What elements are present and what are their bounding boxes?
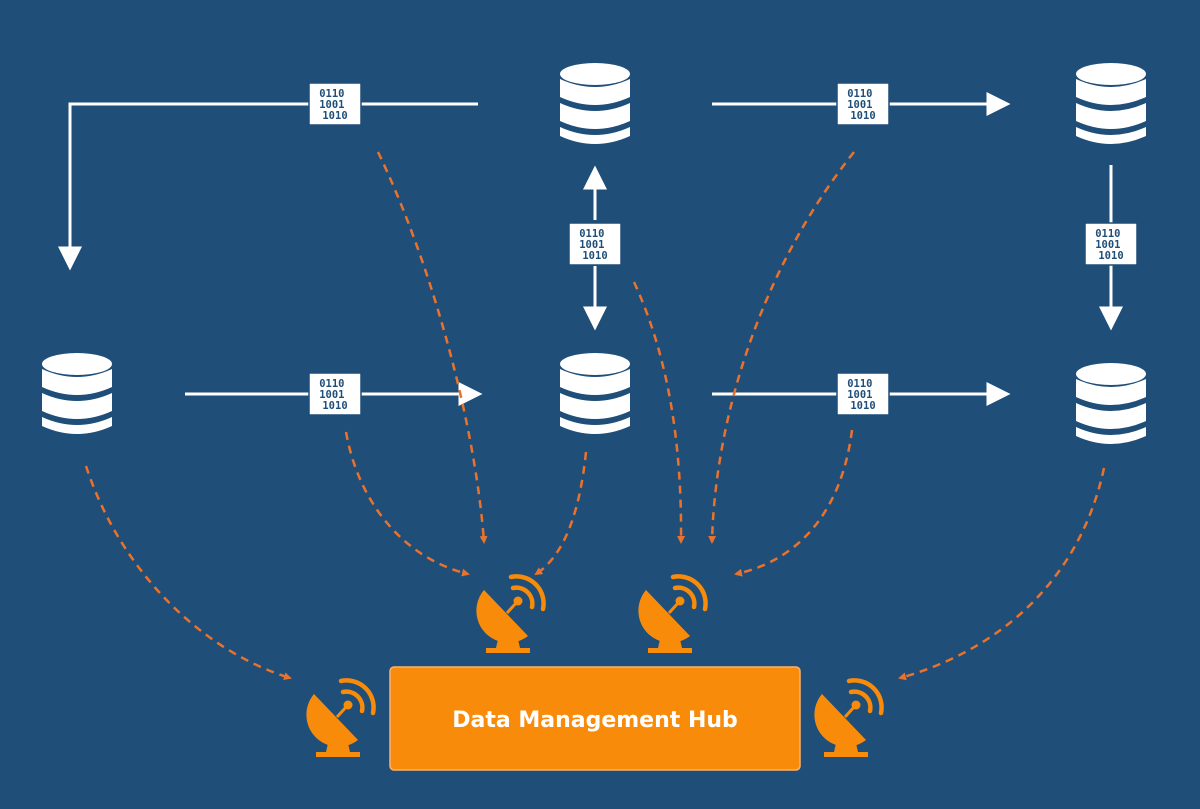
satellite-dish-icon	[476, 576, 543, 653]
svg-text:0110 1001 1010: 0110 1001 1010	[847, 88, 879, 122]
signal-arrows	[84, 151, 1106, 681]
binary-line: 1010	[322, 400, 347, 412]
signal-arrow	[84, 465, 292, 681]
hub-label: Data Management Hub	[452, 708, 738, 733]
binary-line: 1010	[850, 400, 875, 412]
binary-data-icon: 0110 1001 1010	[308, 82, 362, 126]
binary-line: 1010	[322, 110, 347, 122]
satellite-dish-icon	[814, 680, 881, 757]
signal-arrow	[632, 281, 686, 544]
binary-line: 1001	[847, 99, 872, 111]
binary-data-icon: 0110 1001 1010	[1084, 222, 1138, 266]
database-icon-bottom-right	[1076, 363, 1146, 444]
binary-data-icon: 0110 1001 1010	[836, 82, 890, 126]
svg-text:0110 1001 1010: 0110 1001 1010	[1095, 228, 1127, 262]
svg-text:0110 1001 1010: 0110 1001 1010	[579, 228, 611, 262]
signal-arrow	[376, 151, 488, 544]
signal-arrow	[534, 451, 588, 576]
binary-line: 1010	[1098, 250, 1123, 262]
svg-text:0110 1001 1010: 0110 1001 1010	[847, 378, 879, 412]
database-icon-top-center	[560, 63, 630, 144]
signal-arrow	[734, 429, 854, 577]
signal-arrow	[898, 467, 1106, 681]
binary-data-icon: 0110 1001 1010	[836, 372, 890, 416]
binary-line: 0110	[319, 378, 344, 390]
binary-line: 0110	[579, 228, 604, 240]
binary-data-icon: 0110 1001 1010	[568, 222, 622, 266]
binary-line: 1001	[319, 99, 344, 111]
binary-line: 1001	[847, 389, 872, 401]
binary-line: 1010	[850, 110, 875, 122]
database-icon-left	[42, 353, 112, 434]
binary-line: 0110	[847, 88, 872, 100]
data-management-hub: Data Management Hub	[389, 666, 801, 771]
binary-line: 1001	[319, 389, 344, 401]
satellite-dish-icon	[638, 576, 705, 653]
database-icon-center	[560, 353, 630, 434]
signal-arrow	[344, 431, 470, 577]
binary-line: 0110	[319, 88, 344, 100]
binary-data-icon: 0110 1001 1010	[308, 372, 362, 416]
flow-arrow-top-center-to-left	[58, 102, 478, 271]
binary-line: 1001	[1095, 239, 1120, 251]
binary-line: 1001	[579, 239, 604, 251]
binary-line: 0110	[1095, 228, 1120, 240]
svg-text:0110 1001 1010: 0110 1001 1010	[319, 88, 351, 122]
binary-line: 0110	[847, 378, 872, 390]
svg-text:0110 1001 1010: 0110 1001 1010	[319, 378, 351, 412]
signal-arrow	[708, 151, 855, 544]
satellite-dish-icon	[306, 680, 373, 757]
binary-line: 1010	[582, 250, 607, 262]
database-icon-top-right	[1076, 63, 1146, 144]
